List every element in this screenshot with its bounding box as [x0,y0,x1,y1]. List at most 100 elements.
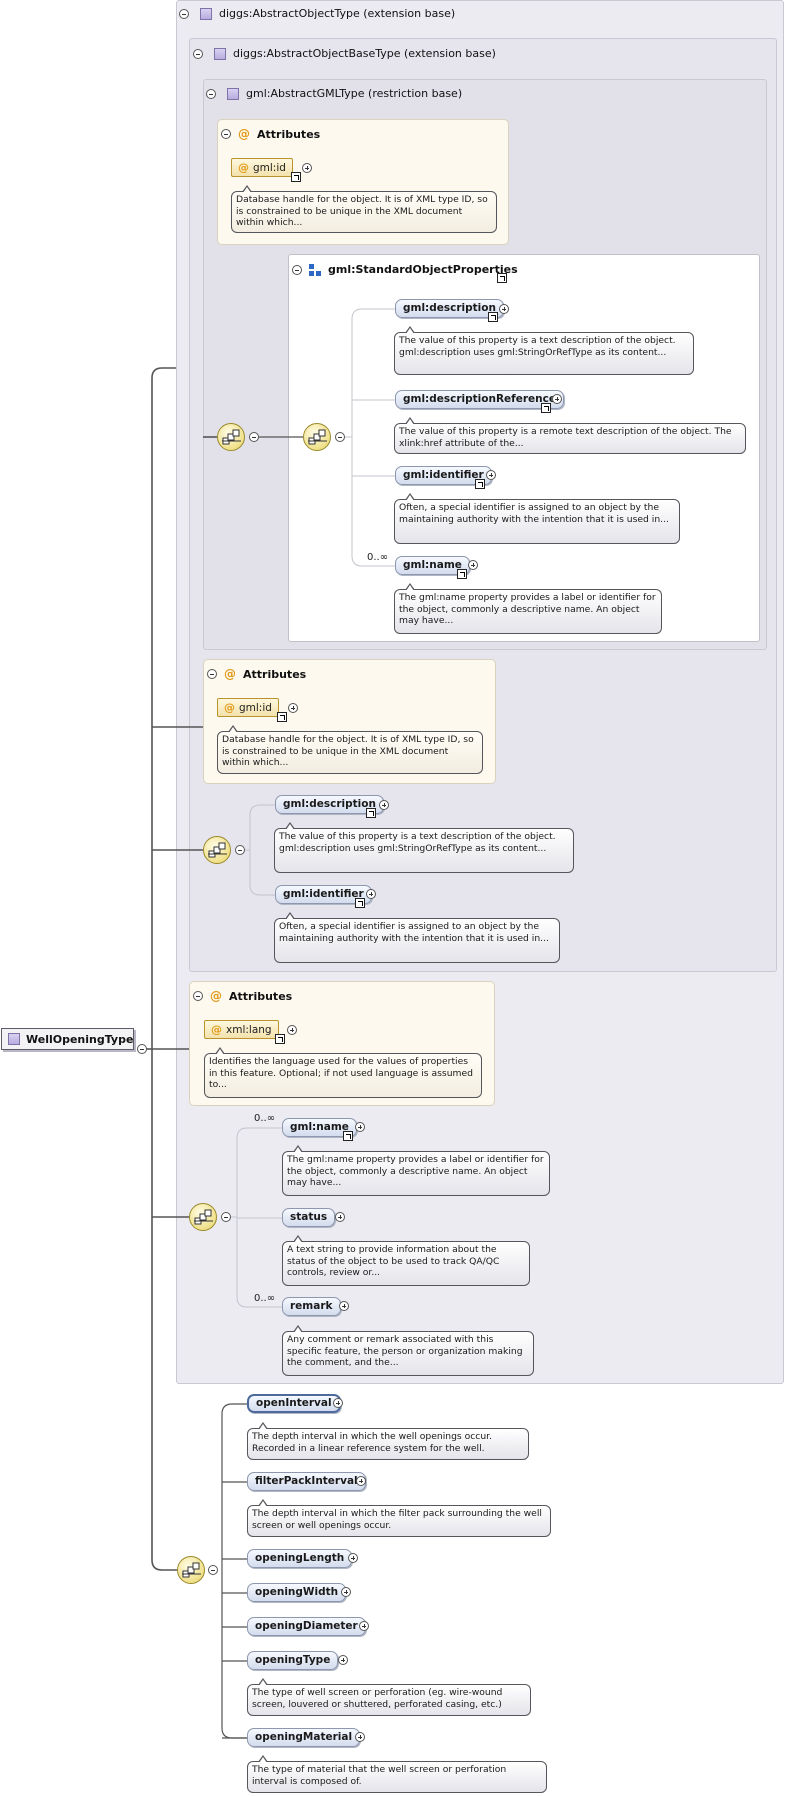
complex-type-icon [200,7,212,20]
collapse-icon[interactable] [292,264,302,275]
collapse-icon[interactable] [193,48,203,59]
collapse-icon[interactable] [335,432,345,442]
expand-icon[interactable] [302,163,312,173]
abstract-object-type-header[interactable]: diggs:AbstractObjectType (extension base… [179,7,455,20]
link-arrow-icon[interactable] [291,172,301,182]
complex-type-icon [8,1033,20,1045]
element-remark[interactable]: remark [282,1297,341,1316]
link-arrow-icon[interactable] [475,479,485,489]
expand-icon[interactable] [355,1122,365,1132]
gml-name-occurrence: 0..∞ [254,1113,276,1124]
sequence-glyph [182,1562,201,1578]
collapse-icon[interactable] [193,991,203,1001]
gml-name-occurrence: 0..∞ [367,552,389,563]
expand-icon[interactable] [552,394,562,404]
element-open-interval[interactable]: openInterval [247,1394,341,1413]
sequence-compositor-icon[interactable] [303,423,331,451]
abstract-object-type-title: diggs:AbstractObjectType (extension base… [219,7,456,20]
sequence-compositor-icon[interactable] [177,1556,205,1584]
element-opening-length[interactable]: openingLength [247,1549,353,1568]
expand-icon[interactable] [499,304,509,314]
base-attributes-header[interactable]: @ Attributes [207,667,306,681]
opening-type-annotation: The type of well screen or perforation (… [247,1678,531,1716]
abstract-gml-type-header[interactable]: gml:AbstractGMLType (restriction base) [206,87,462,100]
gml-identifier-annotation: Often, a special identifier is assigned … [274,912,560,963]
collapse-icon[interactable] [208,1565,218,1575]
expand-icon[interactable] [379,800,389,810]
gml-description-annotation: The value of this property is a text des… [394,326,694,375]
element-gml-description[interactable]: gml:description [275,795,384,814]
standard-object-properties-header[interactable]: gml:StandardObjectProperties [292,263,518,276]
expand-icon[interactable] [366,889,376,899]
link-arrow-icon[interactable] [277,712,287,722]
element-status[interactable]: status [282,1208,336,1227]
sequence-glyph [208,842,227,858]
collapse-icon[interactable] [137,1044,147,1054]
expand-icon[interactable] [348,1553,358,1563]
remark-annotation: Any comment or remark associated with th… [282,1325,534,1376]
gml-description-reference-annotation: The value of this property is a remote t… [394,417,746,454]
collapse-icon[interactable] [249,432,259,442]
expand-icon[interactable] [486,470,496,480]
collapse-icon[interactable] [221,129,231,139]
gml-attributes-header[interactable]: @ Attributes [221,127,320,141]
element-opening-diameter[interactable]: openingDiameter [247,1617,366,1636]
expand-icon[interactable] [288,703,298,713]
element-filter-pack-interval[interactable]: filterPackInterval [247,1472,366,1491]
open-interval-annotation: The depth interval in which the well ope… [247,1422,529,1460]
collapse-icon[interactable] [206,88,216,99]
element-gml-description[interactable]: gml:description [395,299,504,318]
expand-icon[interactable] [333,1398,343,1408]
standard-object-properties-title: gml:StandardObjectProperties [328,263,518,276]
root-type-well-opening-type[interactable]: WellOpeningType [1,1028,134,1050]
expand-icon[interactable] [335,1212,345,1222]
opening-material-annotation: The type of material that the well scree… [247,1755,547,1793]
element-opening-width[interactable]: openingWidth [247,1583,347,1602]
element-gml-identifier[interactable]: gml:identifier [395,466,492,485]
gml-id-annotation: Database handle for the object. It is of… [231,185,497,233]
element-opening-material[interactable]: openingMaterial [247,1728,361,1747]
element-gml-description-reference[interactable]: gml:descriptionReference [395,390,564,409]
attribute-gml-id[interactable]: @gml:id [217,698,279,717]
sequence-compositor-icon[interactable] [203,836,231,864]
expand-icon[interactable] [359,1621,369,1631]
link-arrow-icon[interactable] [457,569,467,579]
expand-icon[interactable] [356,1476,366,1486]
expand-icon[interactable] [355,1732,365,1742]
complex-type-icon [227,87,239,100]
expand-icon[interactable] [338,1655,348,1665]
link-arrow-icon[interactable] [343,1131,353,1141]
element-opening-type[interactable]: openingType [247,1651,339,1670]
link-arrow-icon[interactable] [497,273,507,283]
collapse-icon[interactable] [221,1212,231,1222]
sequence-compositor-icon[interactable] [217,423,245,451]
object-attributes-header[interactable]: @ Attributes [193,989,292,1003]
expand-icon[interactable] [287,1025,297,1035]
link-arrow-icon[interactable] [541,403,551,413]
collapse-icon[interactable] [235,845,245,855]
expand-icon[interactable] [341,1587,351,1597]
link-arrow-icon[interactable] [355,898,365,908]
collapse-icon[interactable] [179,8,189,19]
xml-lang-annotation: Identifies the language used for the val… [204,1047,482,1098]
attribute-icon: @ [224,667,236,681]
element-gml-name[interactable]: gml:name [395,556,470,575]
expand-icon[interactable] [468,560,478,570]
attribute-icon: @ [238,161,249,174]
element-gml-name[interactable]: gml:name [282,1118,357,1137]
link-arrow-icon[interactable] [275,1034,285,1044]
attribute-icon: @ [238,127,250,141]
attribute-gml-id[interactable]: @gml:id [231,158,293,177]
attribute-xml-lang[interactable]: @xml:lang [204,1020,279,1039]
link-arrow-icon[interactable] [366,808,376,818]
expand-icon[interactable] [339,1301,349,1311]
link-arrow-icon[interactable] [488,312,498,322]
abstract-object-base-type-header[interactable]: diggs:AbstractObjectBaseType (extension … [193,47,496,60]
filter-pack-interval-annotation: The depth interval in which the filter p… [247,1499,551,1537]
attributes-title: Attributes [229,989,293,1003]
sequence-compositor-icon[interactable] [189,1203,217,1231]
group-icon [309,263,321,276]
collapse-icon[interactable] [207,669,217,679]
gml-name-annotation: The gml:name property provides a label o… [394,583,662,634]
attribute-icon: @ [224,701,235,714]
